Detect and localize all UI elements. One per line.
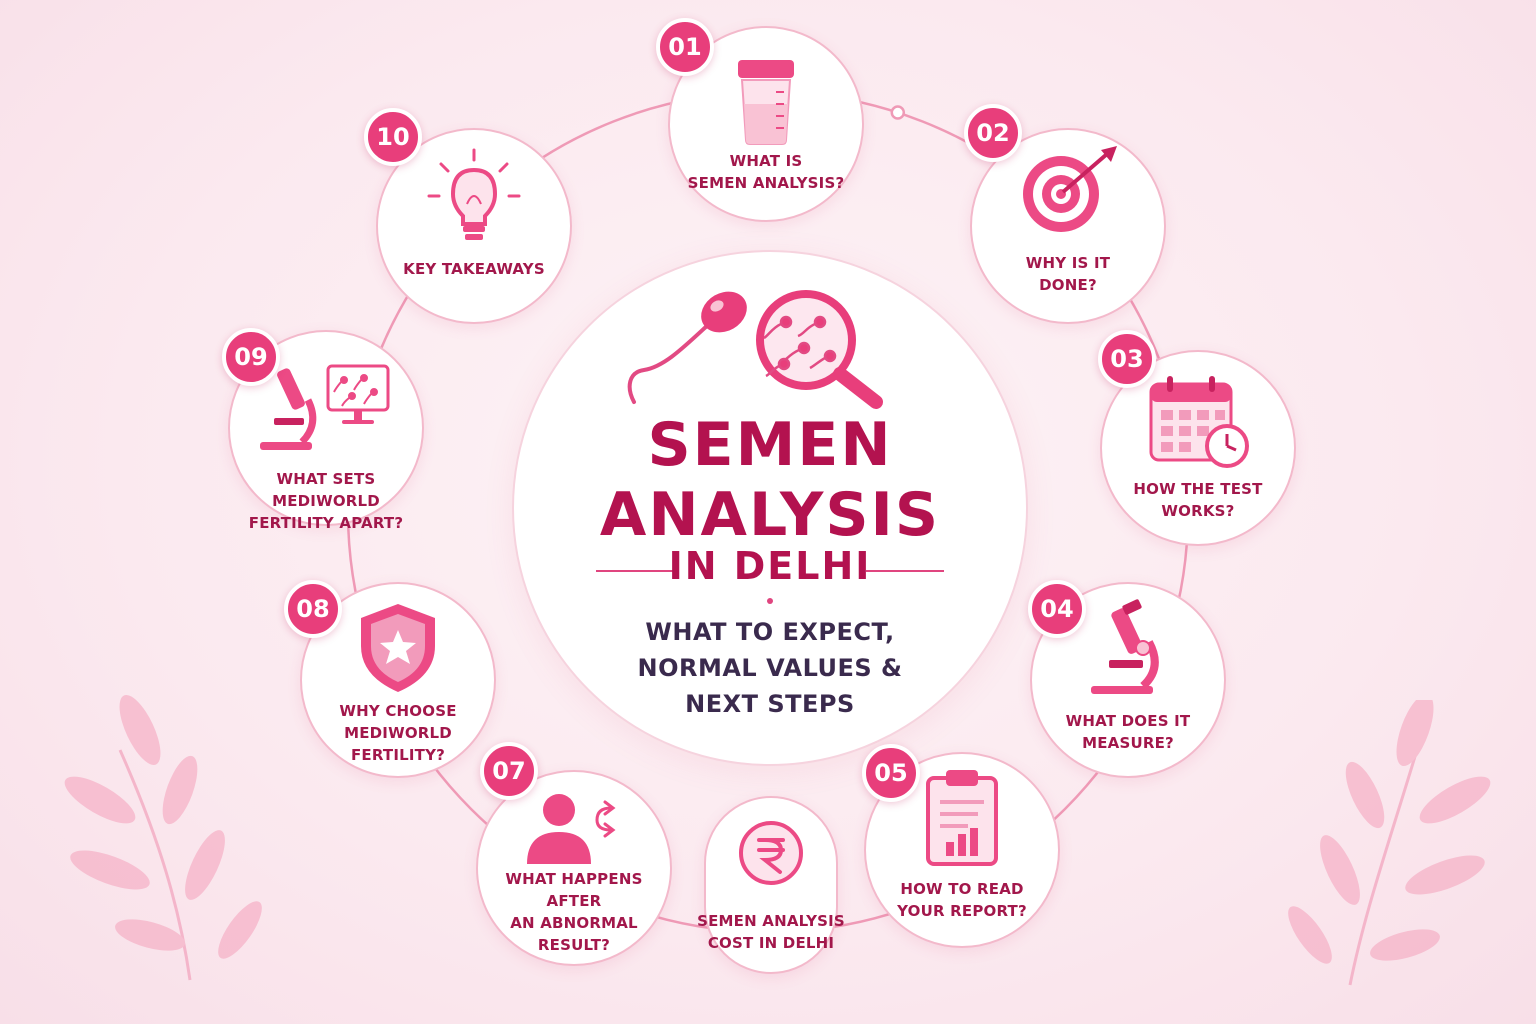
topic-label: KEY TAKEAWAYS xyxy=(403,260,545,278)
topic-badge-05: 05 xyxy=(862,744,920,802)
topic-label: HOW TO READ YOUR REPORT? xyxy=(897,880,1027,920)
clipboard-report-icon xyxy=(926,770,998,866)
topic-badge-01: 01 xyxy=(656,18,714,76)
title-rule-left xyxy=(596,570,674,572)
topic-node-08[interactable]: WHY CHOOSE MEDIWORLD FERTILITY? xyxy=(300,582,496,778)
decorative-leaves-right xyxy=(1288,700,1491,986)
topic-node-02[interactable]: WHY IS IT DONE? xyxy=(970,128,1166,324)
topic-badge-04: 04 xyxy=(1028,580,1086,638)
topic-badge-09: 09 xyxy=(222,328,280,386)
title-line-2: ANALYSIS xyxy=(599,480,941,550)
shield-star-icon xyxy=(361,604,435,692)
subtitle: WHAT TO EXPECT, NORMAL VALUES & NEXT STE… xyxy=(637,618,903,718)
decorative-leaves-left xyxy=(64,695,262,981)
microscope-monitor-icon xyxy=(260,364,390,450)
topic-badge-07: 07 xyxy=(480,742,538,800)
topic-node-04[interactable]: WHAT DOES IT MEASURE? xyxy=(1030,582,1226,778)
sperm-magnifier-icon xyxy=(627,290,883,409)
topic-label: WHAT HAPPENS AFTER AN ABNORMAL RESULT? xyxy=(505,870,643,954)
topic-node-07[interactable]: WHAT HAPPENS AFTER AN ABNORMAL RESULT? xyxy=(476,770,672,966)
title-dot xyxy=(767,598,773,604)
topic-label: WHY CHOOSE MEDIWORLD FERTILITY? xyxy=(339,702,457,764)
target-icon xyxy=(1023,146,1117,232)
topic-label: SEMEN ANALYSIS COST IN DELHI xyxy=(697,912,845,952)
ring-connector-dot xyxy=(890,105,906,120)
topic-badge-08: 08 xyxy=(284,580,342,638)
topic-label: WHAT DOES IT MEASURE? xyxy=(1065,712,1191,752)
topic-node-cost[interactable]: SEMEN ANALYSIS COST IN DELHI xyxy=(697,796,845,974)
topic-label: HOW THE TEST WORKS? xyxy=(1133,480,1263,520)
title-line-3: IN DELHI xyxy=(668,544,872,588)
calendar-clock-icon xyxy=(1149,376,1249,468)
title-rule-right xyxy=(866,570,944,572)
title-line-1: SEMEN xyxy=(647,410,893,480)
center-hub: SEMEN ANALYSIS IN DELHI WHAT TO EXPECT, … xyxy=(512,250,1028,766)
topic-badge-02: 02 xyxy=(964,104,1022,162)
topic-badge-10: 10 xyxy=(364,108,422,166)
rupee-icon xyxy=(739,821,803,885)
person-arrows-icon xyxy=(527,794,616,864)
specimen-cup-icon xyxy=(738,60,794,145)
topic-label: WHAT IS SEMEN ANALYSIS? xyxy=(687,152,845,192)
topic-badge-03: 03 xyxy=(1098,330,1156,388)
topic-label: WHAT SETS MEDIWORLD FERTILITY APART? xyxy=(248,470,404,532)
microscope-icon xyxy=(1091,599,1159,694)
topic-label: WHY IS IT DONE? xyxy=(1025,254,1111,294)
lightbulb-icon xyxy=(427,148,521,240)
